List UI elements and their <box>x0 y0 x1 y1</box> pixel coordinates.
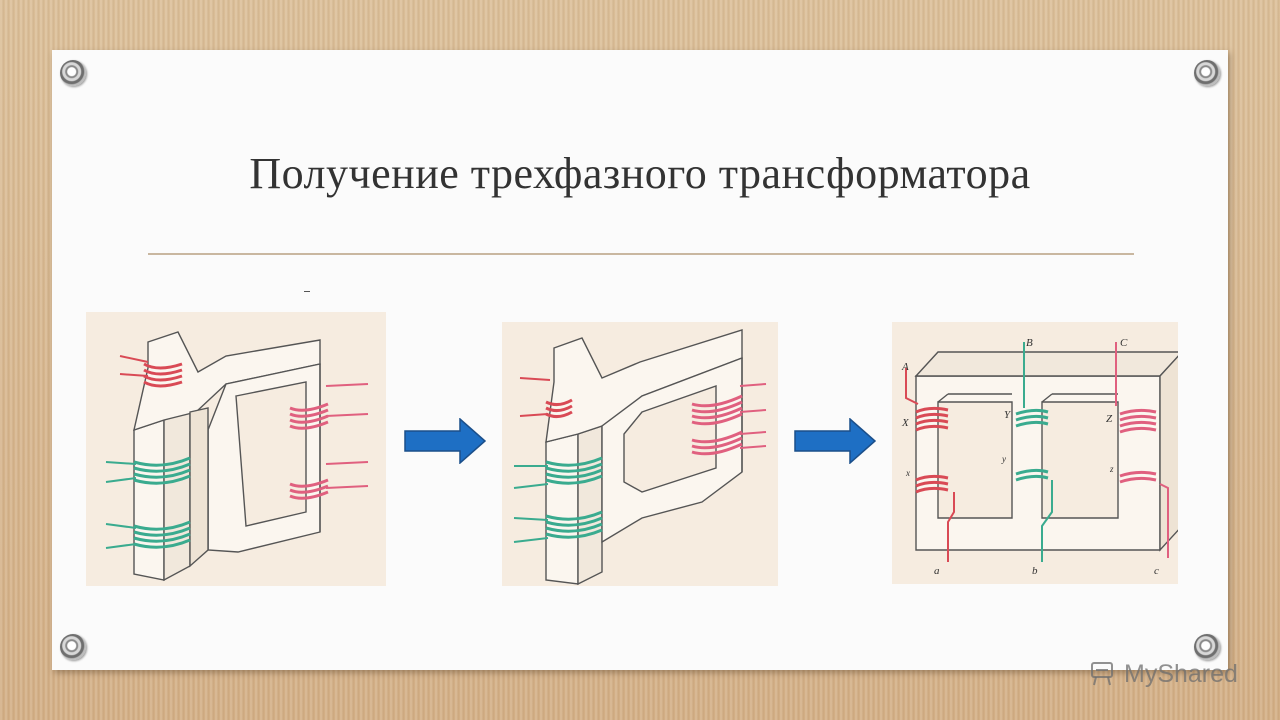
slide-title: Получение трехфазного трансформатора <box>249 149 1031 198</box>
label-Z: Z <box>1106 413 1113 425</box>
figure-single-phase-transformers <box>86 312 386 586</box>
figure-2-drawing <box>513 329 767 586</box>
rivet-top-right-icon <box>1194 60 1220 86</box>
label-b: b <box>1032 565 1038 577</box>
stray-dash <box>304 291 310 292</box>
label-X: X <box>901 417 910 429</box>
label-B: B <box>1026 337 1033 349</box>
label-x: x <box>905 468 910 478</box>
label-C: C <box>1120 337 1128 349</box>
figure-3-drawing: A B C X Y Z x y z a b c <box>901 337 1178 577</box>
label-z: z <box>1109 464 1114 474</box>
rivet-top-left-icon <box>60 60 86 86</box>
label-A: A <box>901 361 909 373</box>
watermark-text: MyShared <box>1124 659 1238 688</box>
rivet-bottom-left-icon <box>60 634 86 660</box>
cart-logo-icon <box>1091 662 1113 686</box>
label-Y: Y <box>1004 409 1012 421</box>
figure-combined-core <box>502 322 778 586</box>
title-divider <box>148 253 1134 255</box>
figure-three-phase-transformer: A B C X Y Z x y z a b c <box>892 322 1178 584</box>
arrow-right-icon <box>794 417 877 469</box>
label-c: c <box>1154 565 1159 577</box>
watermark: MyShared <box>1088 656 1238 692</box>
label-a: a <box>934 565 940 577</box>
arrow-right-icon <box>404 417 487 469</box>
rivet-bottom-right-icon <box>1194 634 1220 660</box>
figure-1-drawing <box>105 331 369 582</box>
label-y: y <box>1001 454 1006 464</box>
